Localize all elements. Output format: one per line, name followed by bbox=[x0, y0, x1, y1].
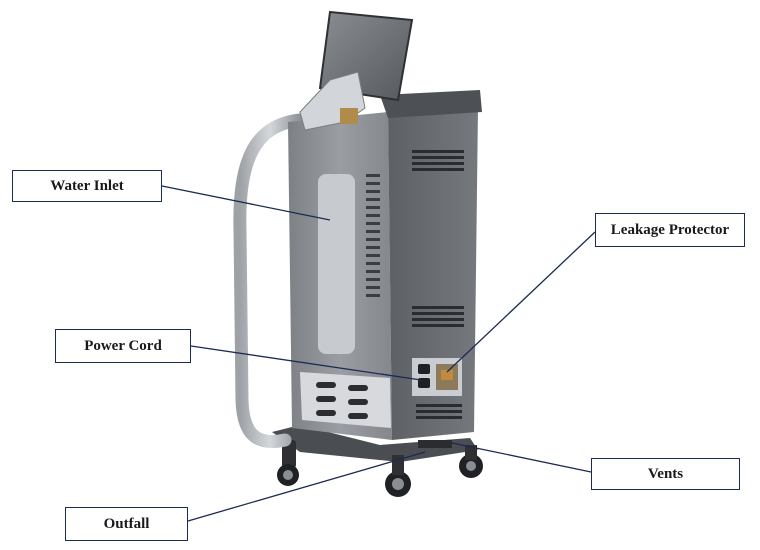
label-leakage-protector: Leakage Protector bbox=[595, 213, 745, 247]
cabinet-side bbox=[380, 90, 482, 448]
label-outfall-text: Outfall bbox=[103, 515, 150, 532]
leader-line-water-inlet bbox=[161, 185, 331, 221]
label-leakage-protector-text: Leakage Protector bbox=[610, 221, 730, 238]
label-power-cord: Power Cord bbox=[55, 329, 191, 363]
front-vents bbox=[366, 174, 380, 297]
machine-base bbox=[272, 425, 483, 497]
leader-line-power bbox=[190, 345, 422, 381]
cabinet-front bbox=[288, 112, 392, 440]
leader-line-vents bbox=[451, 442, 592, 473]
leader-lines bbox=[161, 185, 596, 522]
water-inlet-panel bbox=[318, 174, 355, 354]
label-vents-text: Vents bbox=[647, 465, 684, 482]
screen-and-handpiece bbox=[299, 10, 414, 131]
leader-line-outfall bbox=[187, 451, 426, 522]
leader-line-leakage bbox=[446, 231, 596, 373]
label-water-inlet: Water Inlet bbox=[12, 170, 162, 202]
label-vents: Vents bbox=[591, 458, 740, 490]
label-power-cord-text: Power Cord bbox=[84, 337, 162, 354]
label-outfall: Outfall bbox=[65, 507, 188, 541]
label-water-inlet-text: Water Inlet bbox=[50, 177, 124, 194]
hose bbox=[233, 113, 307, 449]
